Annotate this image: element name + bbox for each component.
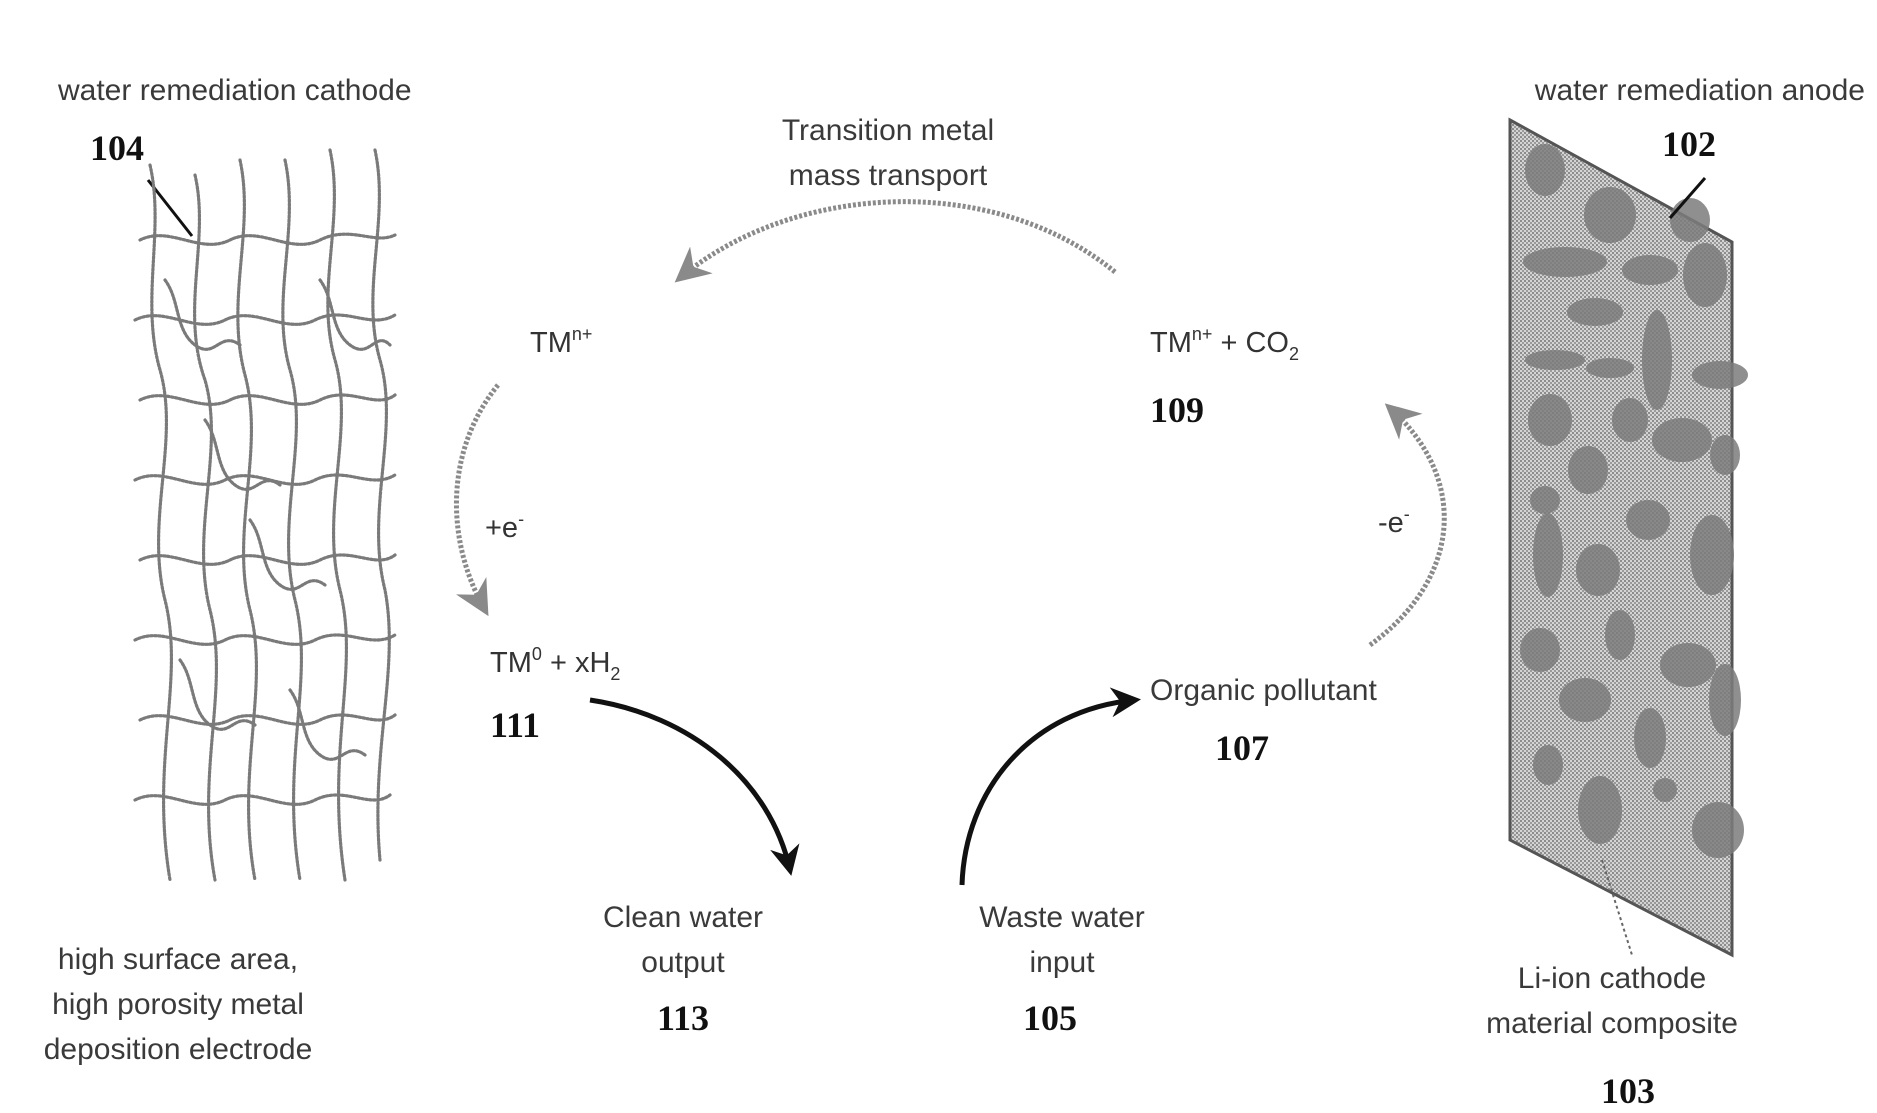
clean-water-arrow [590, 700, 790, 870]
waste-water-number: 105 [1023, 998, 1077, 1038]
organic-pollutant-number: 107 [1215, 728, 1269, 768]
organic-pollutant-label: Organic pollutant [1150, 674, 1377, 707]
clean-water-label-line-2: output [641, 946, 725, 979]
composite-label-line-1: Li-ion cathode [1518, 962, 1706, 995]
waste-water-label-line-2: input [1029, 946, 1095, 979]
electron-gain-arrow [456, 385, 498, 610]
tm-ion-co2-number: 109 [1150, 390, 1204, 430]
tm-ion-co2: TMn+ + CO2 [1150, 324, 1299, 364]
tm0-h2-number: 111 [490, 705, 540, 745]
clean-water-number: 113 [657, 998, 709, 1038]
cathode-number: 104 [90, 128, 144, 168]
composite-number: 103 [1601, 1071, 1655, 1111]
cathode-title: water remediation cathode [57, 74, 412, 107]
porous-electrode-illustration [135, 150, 395, 880]
cathode-description-line-1: high surface area, [58, 943, 298, 976]
anode-title: water remediation anode [1534, 74, 1865, 107]
transport-label-line-1: Transition metal [782, 114, 994, 147]
electron-gain-label: +e- [485, 509, 524, 544]
cathode-description-line-2: high porosity metal [52, 988, 304, 1021]
electron-loss-label: -e- [1378, 504, 1410, 539]
transport-arrow [680, 202, 1115, 278]
cathode-description-line-3: deposition electrode [44, 1033, 313, 1066]
waste-water-label-line-1: Waste water [979, 901, 1145, 934]
clean-water-label-line-1: Clean water [603, 901, 763, 934]
waste-water-arrow [962, 700, 1135, 885]
composite-label-line-2: material composite [1486, 1007, 1738, 1040]
tm0-h2: TM0 + xH2 [490, 644, 620, 684]
transport-label-line-2: mass transport [789, 159, 988, 192]
tm-ion-left: TMn+ [530, 324, 592, 359]
anode-number: 102 [1662, 124, 1716, 164]
